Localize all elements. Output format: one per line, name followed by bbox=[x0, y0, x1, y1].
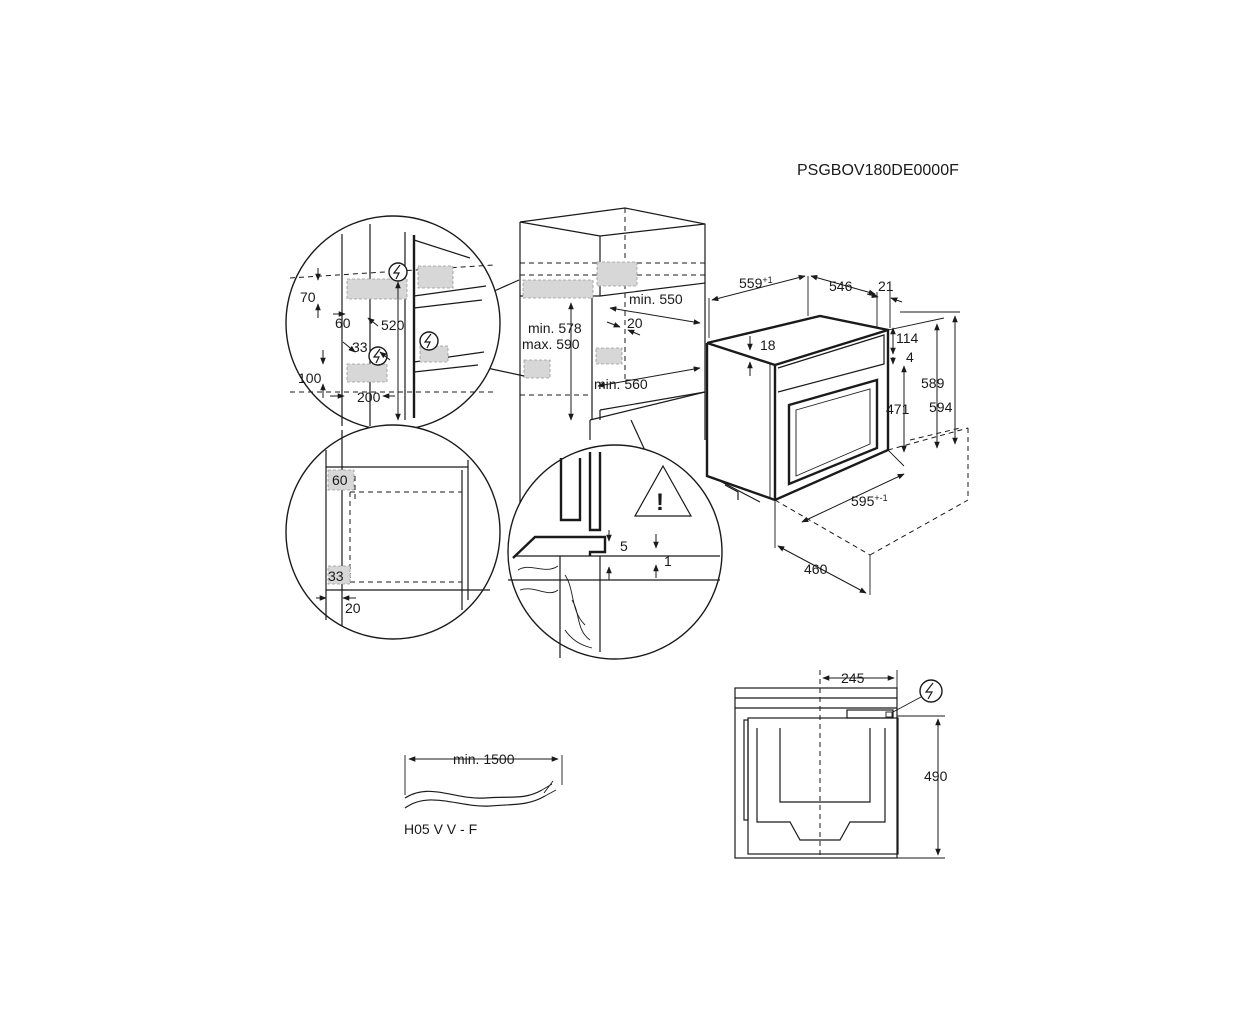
dim-18: 18 bbox=[760, 337, 776, 353]
dim-200: 200 bbox=[357, 389, 381, 405]
dim-33-bottom: 33 bbox=[328, 568, 344, 584]
dim-33-top: 33 bbox=[352, 339, 368, 355]
detail-circle-floor: ! 5 1 bbox=[507, 444, 723, 660]
electric-connection-icon bbox=[368, 346, 388, 366]
dim-559: 559+1 bbox=[739, 275, 773, 291]
dim-100: 100 bbox=[298, 370, 322, 386]
oven-rear-view: 245 490 bbox=[734, 670, 948, 859]
dim-490: 490 bbox=[924, 768, 948, 784]
niche-dimensions: min. 550 20 min. 578 max. 590 min. 560 bbox=[522, 291, 701, 421]
dim-20-niche: 20 bbox=[627, 315, 643, 331]
dim-594: 594 bbox=[929, 399, 953, 415]
electric-connection-icon bbox=[388, 262, 408, 282]
dim-20-bottom: 20 bbox=[345, 600, 361, 616]
dim-245: 245 bbox=[841, 670, 865, 686]
dim-60-bottom: 60 bbox=[332, 472, 348, 488]
warning-triangle-icon: ! bbox=[633, 464, 693, 517]
cabinet-niche bbox=[519, 207, 706, 540]
dim-min-578: min. 578 bbox=[528, 320, 582, 336]
dim-114: 114 bbox=[896, 330, 919, 346]
power-cable: min. 1500 H05 V V - F bbox=[404, 751, 563, 837]
cable-length: min. 1500 bbox=[453, 751, 515, 767]
dim-70: 70 bbox=[300, 289, 316, 305]
oven-dimensions: 559+1 546 21 114 4 18 589 594 471 595+-1… bbox=[708, 274, 960, 595]
dim-5: 5 bbox=[620, 538, 628, 554]
electric-connection-icon bbox=[419, 331, 439, 351]
detail-circle-top: 70 60 520 33 100 200 bbox=[285, 215, 501, 431]
oven-isometric bbox=[705, 314, 969, 556]
dim-21: 21 bbox=[878, 278, 894, 294]
dim-595: 595+-1 bbox=[851, 493, 888, 509]
cable-type: H05 V V - F bbox=[404, 821, 477, 837]
dim-min-560: min. 560 bbox=[594, 376, 648, 392]
dim-60-top: 60 bbox=[335, 315, 351, 331]
electric-connection-icon bbox=[919, 679, 943, 703]
dim-1: 1 bbox=[664, 553, 672, 569]
detail-circle-bottom: 60 33 20 bbox=[285, 424, 501, 640]
dim-546: 546 bbox=[829, 278, 853, 294]
dim-520: 520 bbox=[381, 317, 405, 333]
dim-460: 460 bbox=[804, 561, 828, 577]
warning-symbol: ! bbox=[656, 489, 664, 516]
dim-min-550: min. 550 bbox=[629, 291, 683, 307]
dim-471: 471 bbox=[886, 401, 910, 417]
dim-max-590: max. 590 bbox=[522, 336, 580, 352]
model-code: PSGBOV180DE0000F bbox=[797, 162, 959, 179]
dim-589: 589 bbox=[921, 375, 945, 391]
dim-4: 4 bbox=[906, 349, 914, 365]
